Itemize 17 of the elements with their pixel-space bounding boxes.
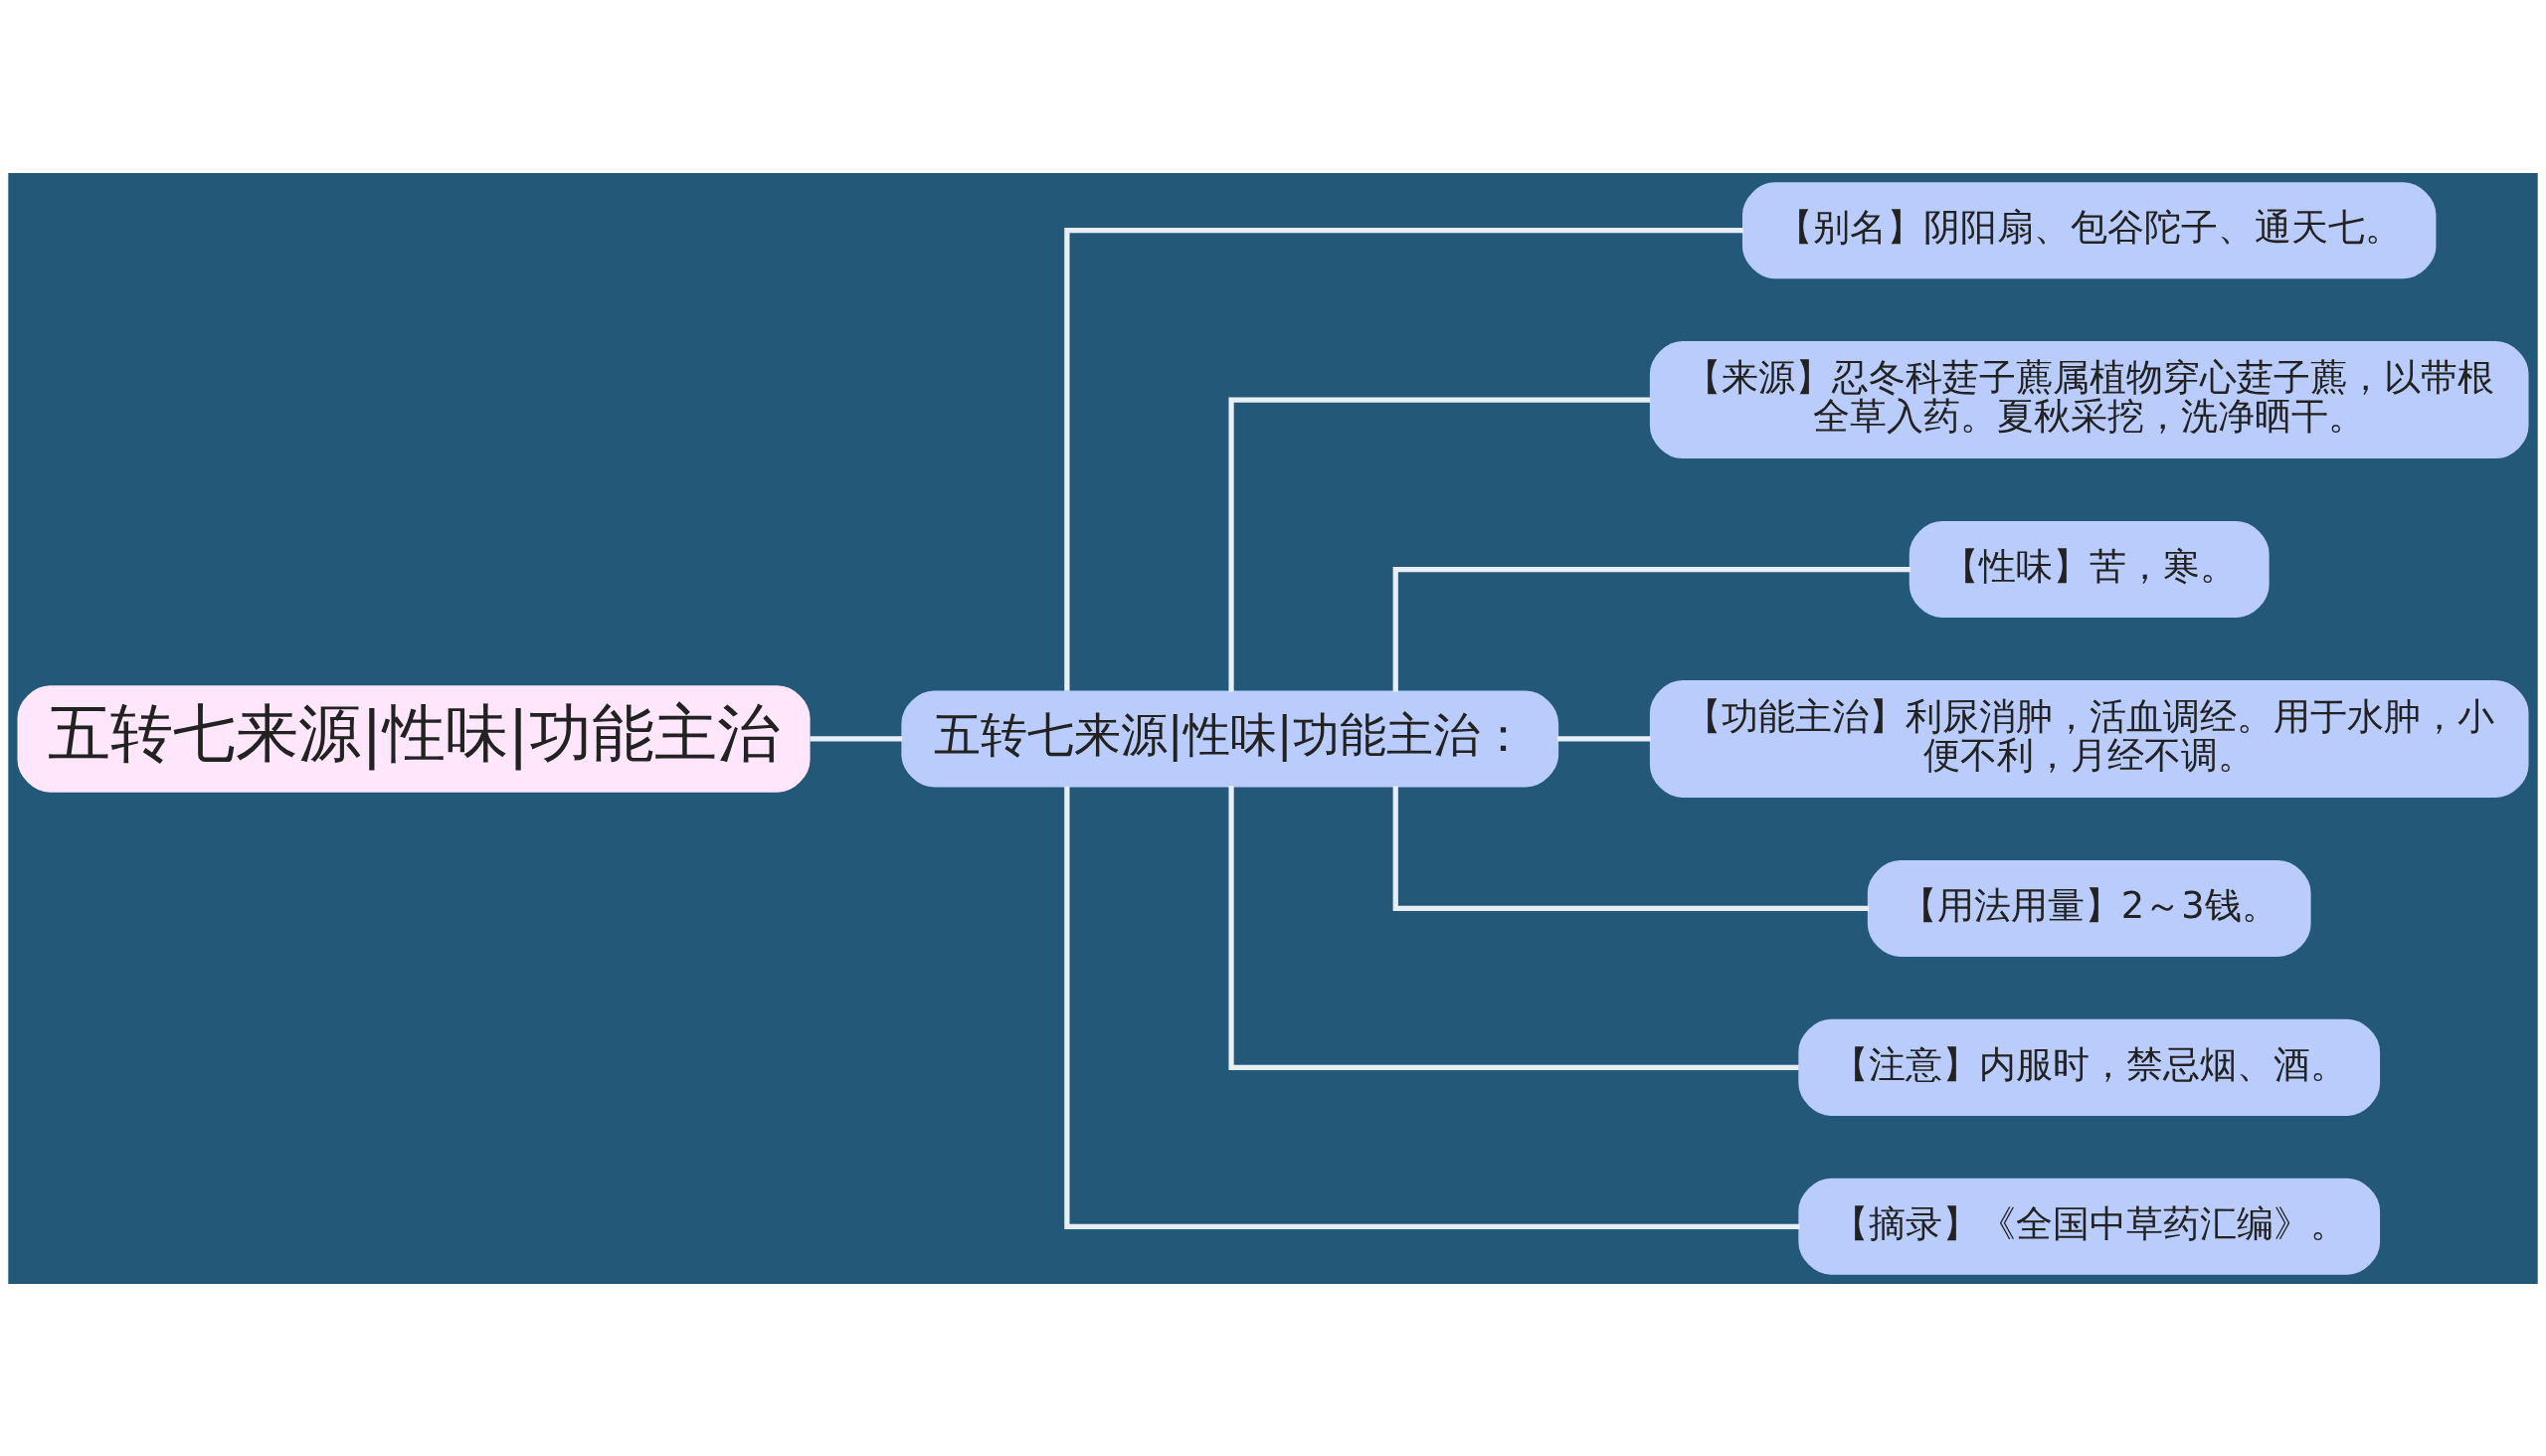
node-box: 【来源】忍冬科莛子藨属植物穿心莛子藨，以带根全草入药。夏秋采挖，洗净晒干。	[1649, 340, 2529, 458]
node-box: 【注意】内服时，禁忌烟、酒。	[1798, 1018, 2381, 1116]
node-box: 五转七来源|性味|功能主治：	[901, 690, 1559, 787]
connector	[1556, 735, 1651, 742]
connector	[1064, 786, 1800, 1229]
connector	[1064, 227, 1743, 691]
connector	[1228, 397, 1651, 692]
connector	[810, 735, 903, 742]
node-box: 【摘录】《全国中草药汇编》。	[1798, 1178, 2381, 1275]
node-box: 五转七来源|性味|功能主治	[17, 684, 811, 793]
connector	[1392, 785, 1870, 911]
node-box: 【功能主治】利尿消肿，活血调经。用于水肿，小便不利，月经不调。	[1649, 679, 2529, 798]
connector	[1392, 566, 1911, 691]
connector	[1228, 785, 1799, 1070]
node-box: 【性味】苦，寒。	[1909, 520, 2270, 618]
node-box: 【用法用量】2～3钱。	[1867, 859, 2311, 957]
node-box: 【别名】阴阳扇、包谷陀子、通天七。	[1741, 181, 2437, 278]
